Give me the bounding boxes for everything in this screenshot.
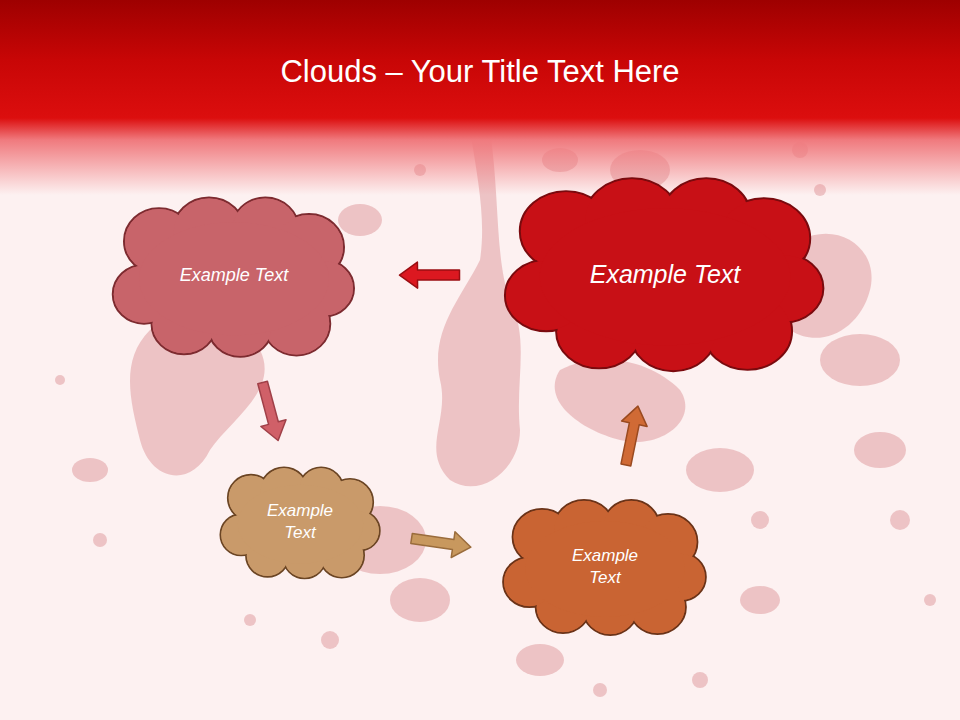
cloud-text-group: Example Text	[590, 258, 741, 291]
cloud-text-group: Example Text	[180, 264, 288, 287]
cloud-text-group: Example Text	[255, 500, 345, 544]
block-arrow	[258, 381, 286, 440]
cloud-text: Example Text	[255, 500, 345, 544]
block-arrow	[621, 406, 647, 466]
block-arrow	[400, 262, 460, 288]
cloud-text: Example Text	[180, 264, 288, 287]
cloud-node: Example Text	[109, 194, 359, 359]
cloud-shape	[218, 465, 383, 580]
cloud-text: Example Text	[560, 545, 650, 589]
slide-title: Clouds – Your Title Text Here	[0, 54, 960, 90]
cloud-shape	[500, 497, 710, 637]
cloud-text-group: Example Text	[560, 545, 650, 589]
cloud-text: Example Text	[590, 258, 741, 291]
cloud-node: Example Text	[218, 465, 383, 580]
block-arrow	[411, 532, 471, 558]
title-band	[0, 0, 960, 195]
cloud-node: Example Text	[500, 174, 830, 374]
cloud-node: Example Text	[500, 497, 710, 637]
